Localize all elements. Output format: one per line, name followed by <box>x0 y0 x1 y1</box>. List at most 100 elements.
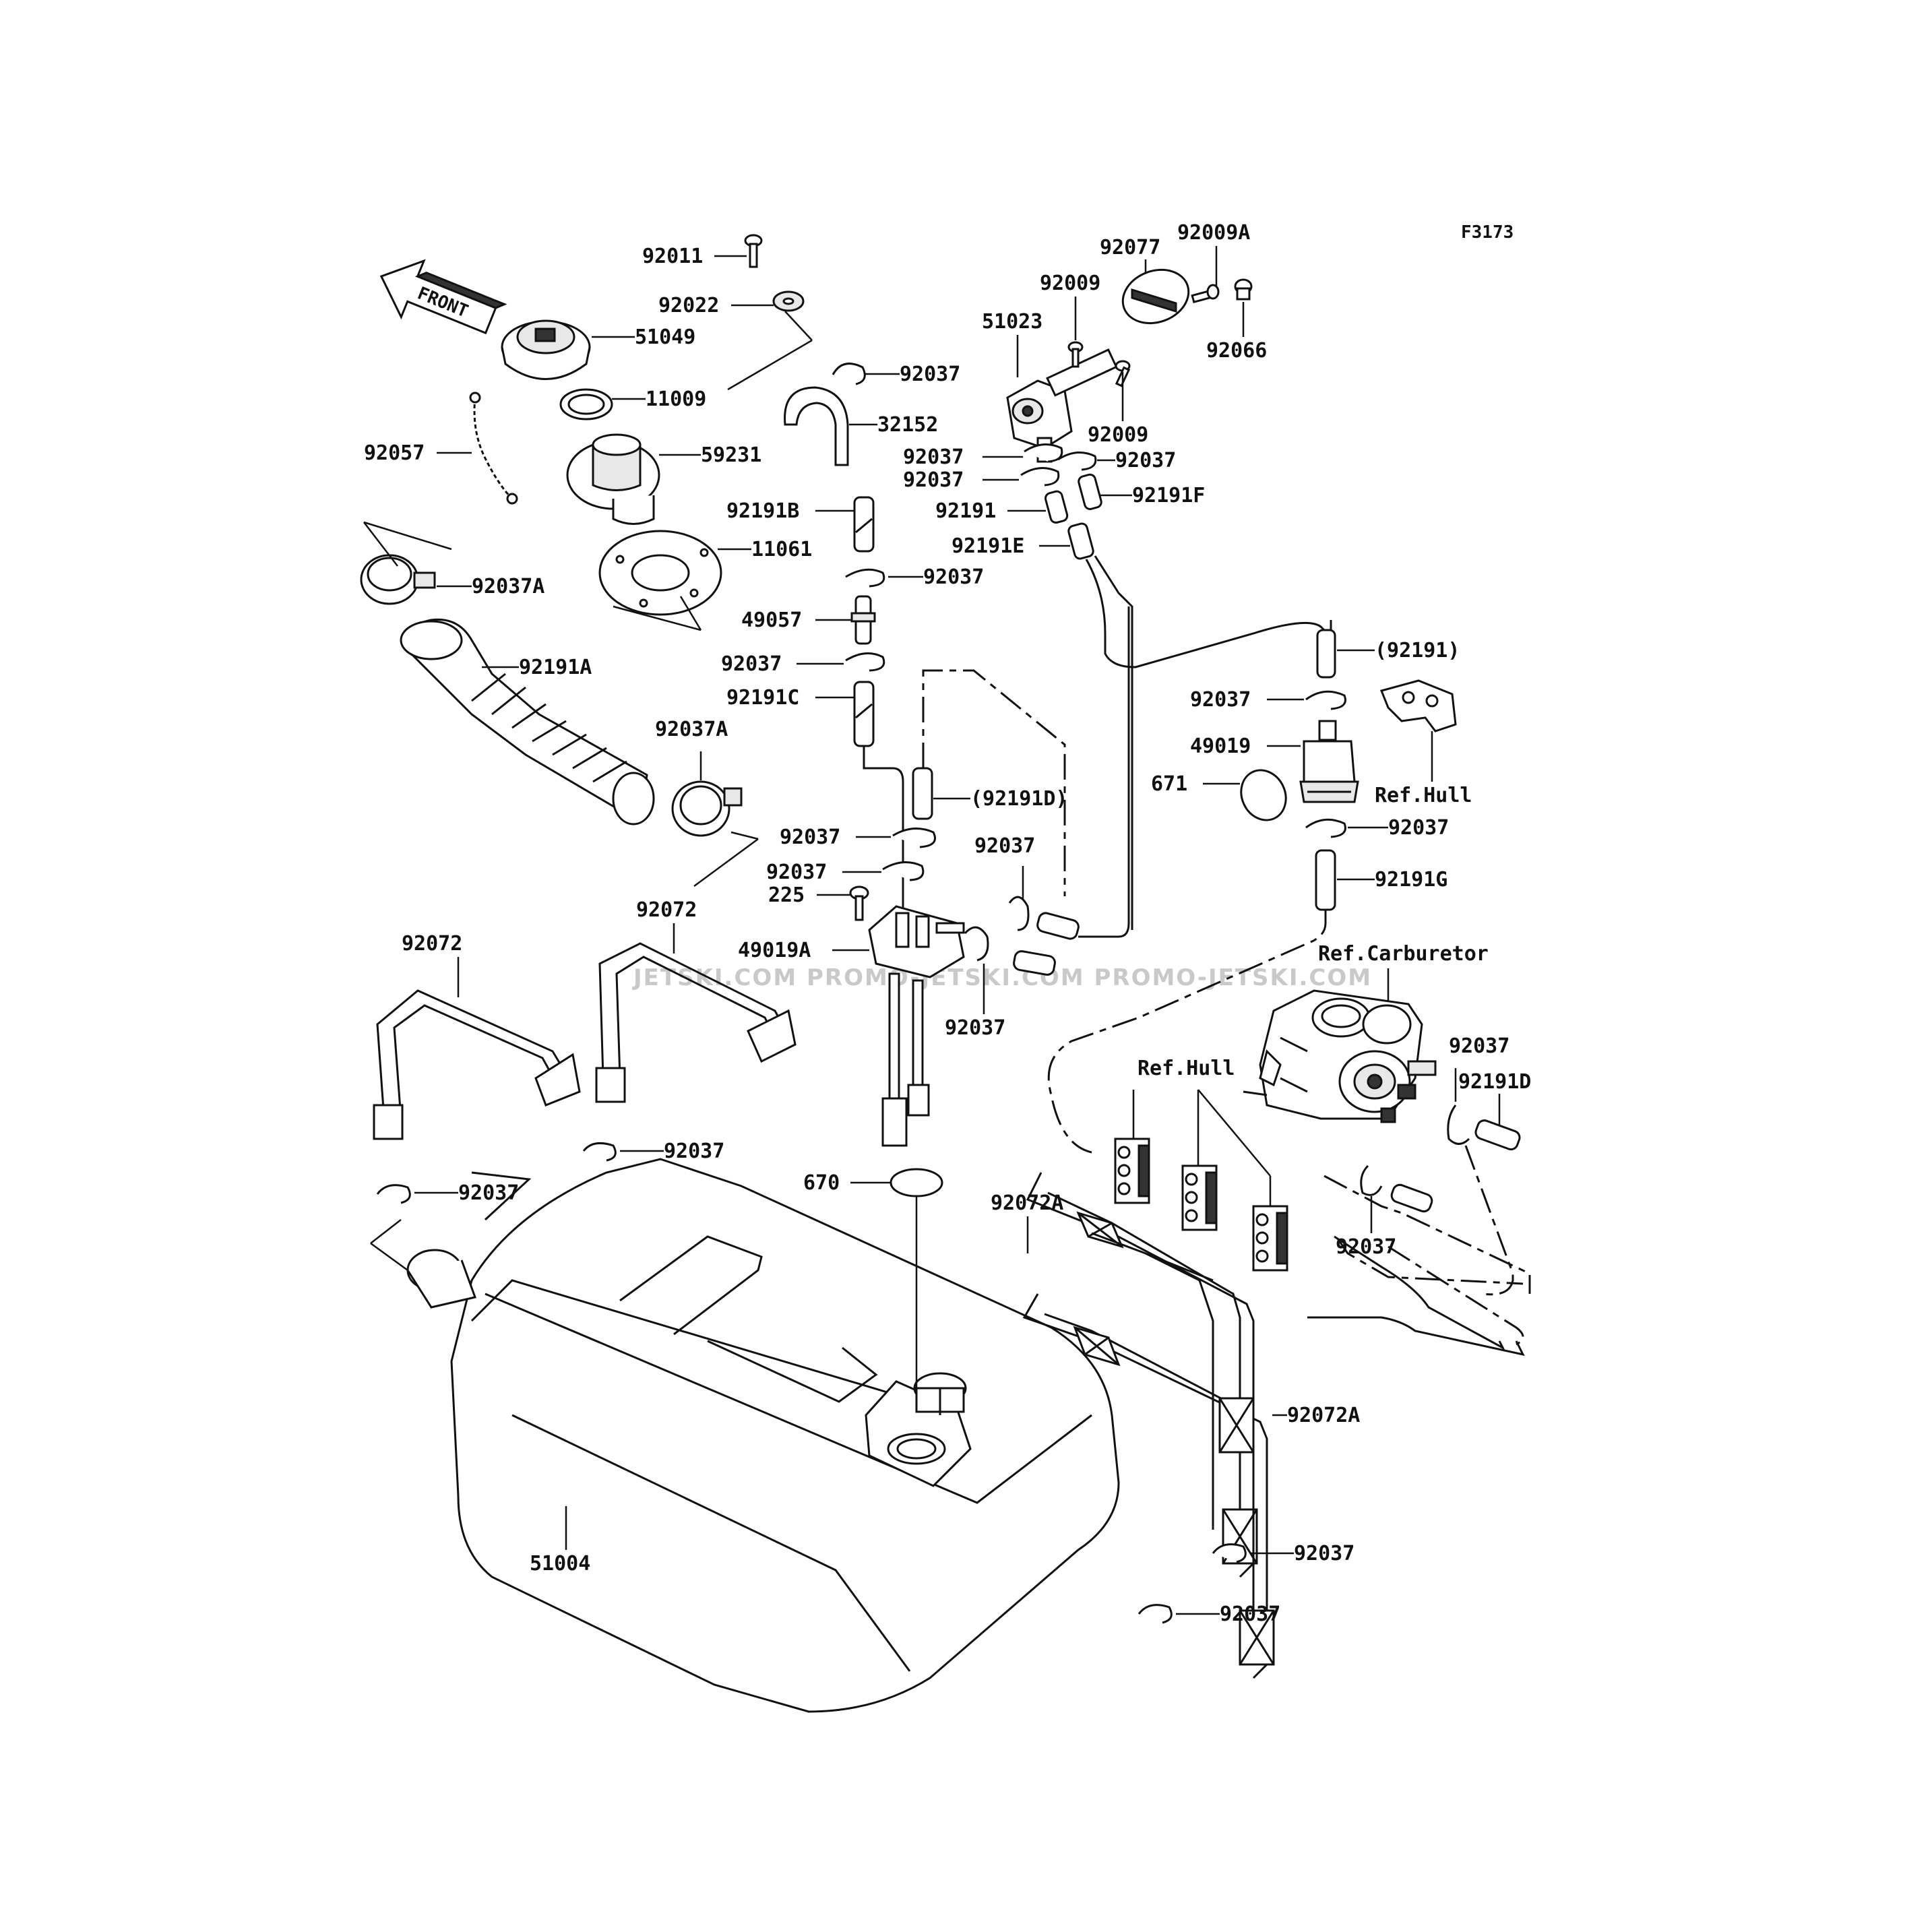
clip-92037-b2-icon <box>845 652 885 672</box>
label-49057: 49057 <box>741 609 802 632</box>
label-51004: 51004 <box>530 1552 590 1576</box>
fuel-filter-49019-icon <box>1299 720 1359 803</box>
clip-92037-c3-icon <box>1008 896 1030 931</box>
fuel-tank-51004-icon <box>406 1158 1120 1713</box>
hose-92191b-icon <box>853 496 875 553</box>
hose-92191g-icon <box>1315 849 1336 911</box>
label-92057: 92057 <box>364 441 425 465</box>
label-92037-v3: 92037 <box>903 468 964 492</box>
label-51023: 51023 <box>982 310 1042 334</box>
label-92037-c1: 92037 <box>780 825 840 849</box>
screw-92009a-icon <box>1191 284 1220 304</box>
label-92009-b: 92009 <box>1088 423 1148 447</box>
label-92191g: 92191G <box>1375 868 1447 892</box>
front-arrow-icon: FRONT <box>379 259 507 335</box>
label-92022: 92022 <box>658 294 719 317</box>
label-92037-f1: 92037 <box>1190 688 1251 712</box>
label-92037-strapl1: 92037 <box>664 1140 724 1163</box>
bracket-strap-92072-left-icon <box>373 989 581 1140</box>
clip-92037-b1-icon <box>845 568 885 588</box>
hull-bracket-top-icon <box>1379 679 1457 733</box>
hose-holder-2-icon <box>1181 1164 1218 1231</box>
label-92037-bot2: 92037 <box>1220 1602 1280 1626</box>
gasket-plate-11061-icon <box>598 530 722 616</box>
label-92037-carb1: 92037 <box>1449 1034 1509 1058</box>
label-92191f: 92191F <box>1132 484 1205 507</box>
hose-clamp-92037a-mid-icon <box>671 780 743 837</box>
filler-cap-51049-icon <box>501 319 591 380</box>
filler-hose-92191a-icon <box>400 618 655 825</box>
clip-92037-c4-icon <box>964 926 989 962</box>
watermark: JETSKI.COM PROMO-JETSKI.COM PROMO-JETSKI… <box>632 964 1372 991</box>
filler-neck-59231-icon <box>566 433 660 525</box>
label-92191-paren: (92191) <box>1375 639 1460 662</box>
label-92037a-mid: 92037A <box>655 718 728 741</box>
label-92037-bot1: 92037 <box>1294 1542 1354 1565</box>
hose-92191-icon <box>1045 490 1069 524</box>
label-92191a: 92191A <box>519 656 592 679</box>
clip-92037-c2-icon <box>882 861 925 881</box>
label-92072a-top: 92072A <box>991 1191 1063 1215</box>
ref-hull-label-2: Ref.Hull <box>1138 1057 1235 1080</box>
o-ring-671-icon <box>1240 769 1287 821</box>
screw-92009-a-icon <box>1067 341 1084 368</box>
hose-holder-1-icon <box>1114 1138 1150 1204</box>
label-92191d-paren: (92191D) <box>970 787 1068 811</box>
label-92077: 92077 <box>1100 236 1160 259</box>
tether-92057-icon <box>469 392 518 505</box>
hose-92191c-icon <box>853 681 875 747</box>
label-92037-strapl2: 92037 <box>458 1181 519 1205</box>
gasket-11009-icon <box>559 388 613 420</box>
bracket-strap-92072-mid-icon <box>595 942 797 1103</box>
bushing-92066-icon <box>1234 278 1253 301</box>
breather-tube-32152-icon <box>784 386 849 466</box>
carburetor-icon <box>1259 989 1437 1123</box>
label-92037-carb2: 92037 <box>1336 1235 1396 1259</box>
label-92072-mid: 92072 <box>636 898 697 922</box>
label-92037-v2: 92037 <box>1115 449 1176 472</box>
screw-225-icon <box>849 885 869 921</box>
hose-holder-3-icon <box>1252 1205 1288 1272</box>
hose-92191e-icon <box>1067 522 1094 560</box>
knob-92077-icon <box>1121 268 1190 325</box>
label-92037-v1: 92037 <box>903 445 964 469</box>
label-59231: 59231 <box>701 443 761 467</box>
clip-92037-strapl1-icon <box>582 1142 617 1162</box>
clip-92037-32152-icon <box>832 363 866 385</box>
label-92009a: 92009A <box>1177 221 1250 245</box>
label-92037-c4: 92037 <box>945 1016 1005 1040</box>
label-92037-c3: 92037 <box>974 834 1035 858</box>
label-49019: 49019 <box>1190 735 1251 758</box>
label-92191b: 92191B <box>726 499 799 523</box>
label-92066: 92066 <box>1206 339 1267 363</box>
clip-92037-v2-icon <box>1057 451 1097 471</box>
clip-92037-c1-icon <box>892 828 936 848</box>
pipe-49057-icon <box>850 595 876 645</box>
label-670: 670 <box>803 1171 840 1195</box>
hose-92191d-icon <box>1474 1119 1521 1151</box>
hose-clamp-92037a-top-icon <box>360 554 436 605</box>
o-ring-670-icon <box>890 1168 943 1197</box>
label-92009-a: 92009 <box>1040 272 1100 295</box>
figure-code: F3173 <box>1461 222 1514 243</box>
label-51049: 51049 <box>635 325 695 349</box>
hose-92191d-paren-icon <box>912 767 933 820</box>
label-92011: 92011 <box>642 245 703 268</box>
label-92072-left: 92072 <box>402 932 462 956</box>
ref-carburetor-label: Ref.Carburetor <box>1318 942 1489 966</box>
label-92072a-bot: 92072A <box>1287 1404 1360 1427</box>
tank-strap-92072a-top-icon <box>1026 1172 1258 1578</box>
hose-92191-paren-icon <box>1316 629 1336 679</box>
tank-strap-92072a-right-icon <box>1091 1232 1255 1530</box>
label-92191e: 92191E <box>952 534 1024 558</box>
label-49019a: 49019A <box>738 939 811 962</box>
clip-92037-strapl2-icon <box>376 1184 411 1204</box>
hose-92191f-icon <box>1078 473 1102 510</box>
label-11061: 11061 <box>751 538 812 561</box>
clip-92037-v1-icon <box>1024 443 1063 463</box>
label-92191d: 92191D <box>1458 1070 1531 1094</box>
clip-92037-f1-icon <box>1305 690 1346 710</box>
label-671: 671 <box>1151 772 1187 796</box>
label-92037a-top: 92037A <box>472 575 544 598</box>
